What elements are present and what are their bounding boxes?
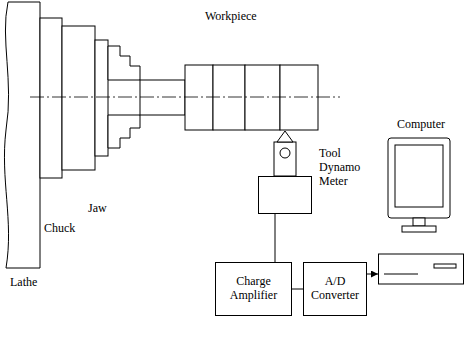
tool-insert	[280, 148, 290, 158]
part-name: Chuck	[44, 222, 75, 236]
jaw-shape	[108, 46, 140, 80]
computer-drawing	[378, 118, 464, 286]
dynamometer-body: Tool Dynamo Meter	[258, 176, 312, 214]
tool-tip	[277, 131, 293, 142]
jaw-shape	[108, 115, 140, 148]
process-box: A/D Converter	[303, 262, 367, 316]
computer-icon: Computer	[378, 118, 464, 286]
workpiece-shape	[280, 65, 318, 130]
workpiece-shape	[140, 80, 185, 115]
chuck-body	[62, 26, 95, 170]
node-label: Charge Amplifier	[219, 275, 288, 303]
node-label: A/D Converter	[307, 275, 363, 303]
chuck-body	[95, 40, 108, 156]
case-line	[384, 274, 418, 275]
tool-shank	[274, 142, 296, 176]
signal-line	[367, 274, 378, 275]
computer-case	[379, 254, 464, 284]
monitor-neck	[413, 218, 425, 226]
chuck-body	[40, 18, 62, 178]
monitor-frame	[388, 138, 450, 218]
part-name: Jaw	[88, 202, 107, 216]
center-line	[30, 97, 340, 98]
workpiece-shape	[213, 65, 245, 130]
workpiece-shape	[245, 65, 280, 130]
disk-slot	[434, 264, 456, 268]
monitor-screen	[395, 145, 443, 207]
part-name: Workpiece	[205, 10, 257, 24]
process-box: Charge Amplifier	[215, 262, 292, 316]
node-label: Computer	[397, 118, 445, 132]
signal-line	[292, 289, 303, 290]
workpiece-shape	[185, 65, 213, 130]
monitor-foot	[402, 226, 436, 232]
signal-line	[275, 214, 276, 262]
lathe-body	[4, 2, 40, 268]
part-name: Lathe	[10, 276, 37, 290]
node-label: Tool Dynamo Meter	[319, 147, 367, 188]
